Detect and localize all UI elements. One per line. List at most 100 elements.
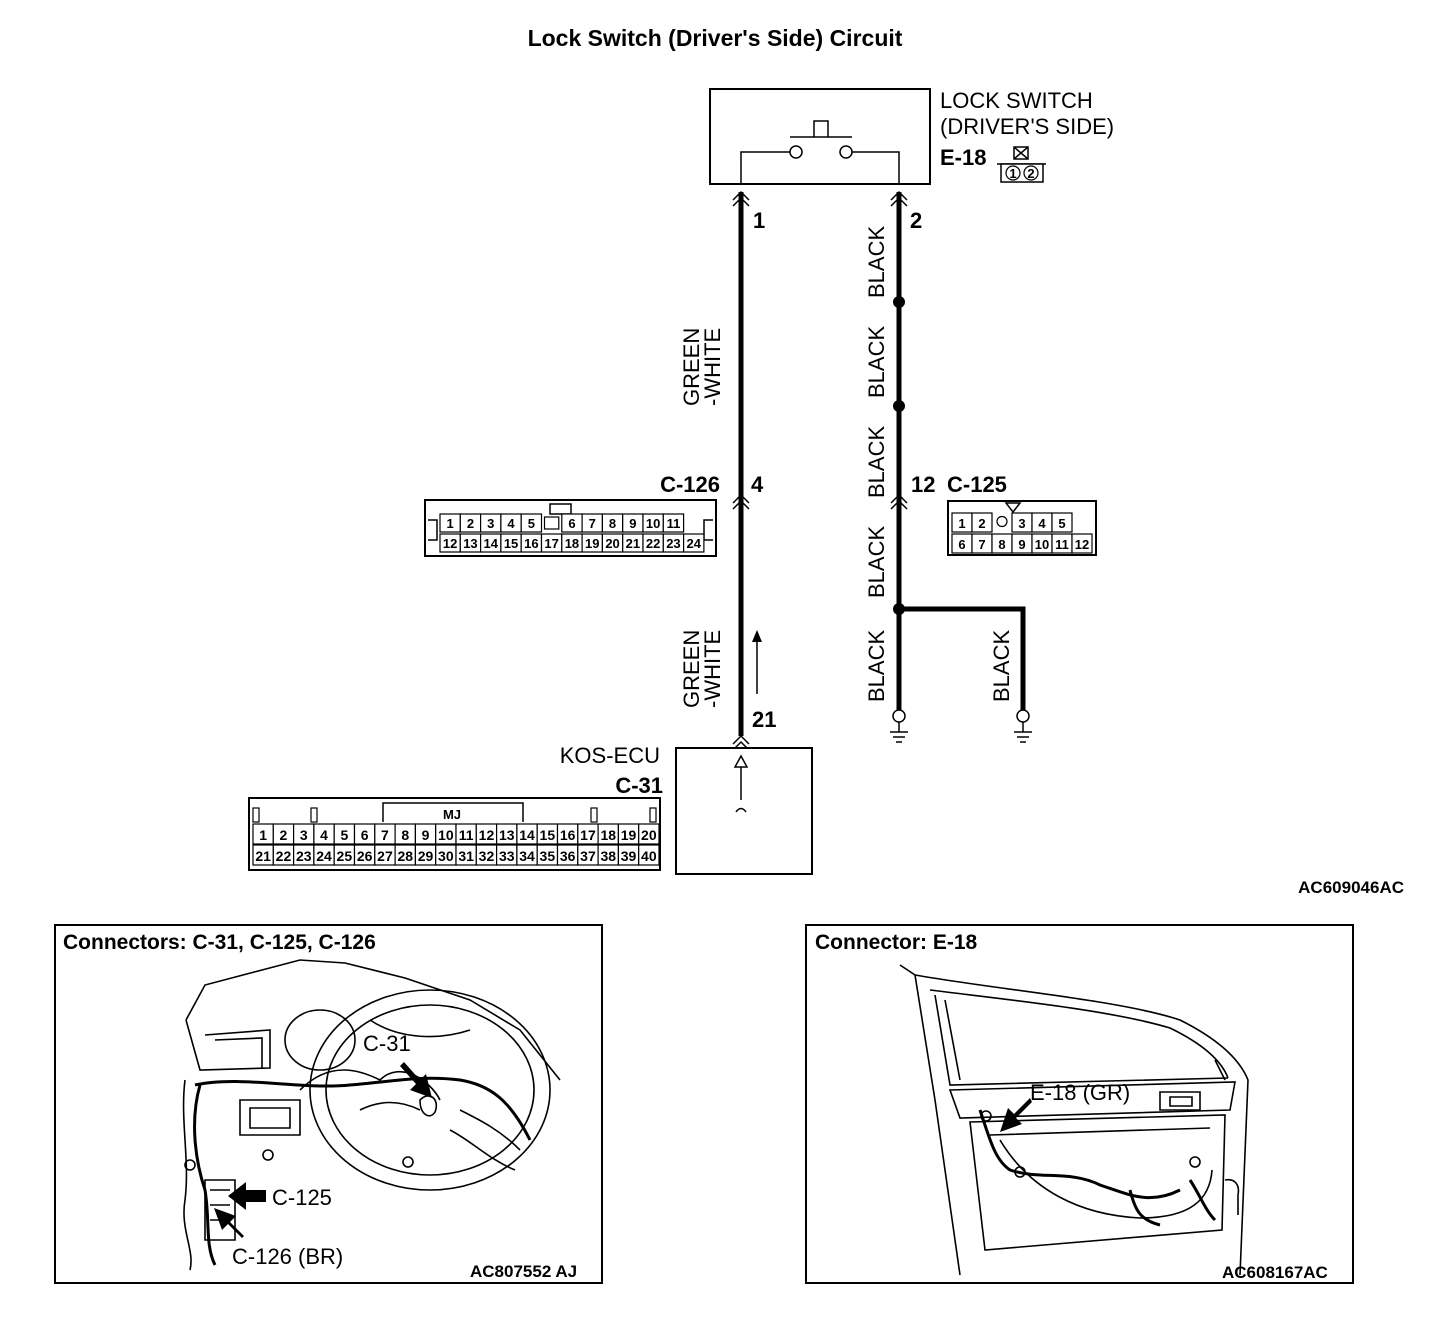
inset-right-code: AC608167AC: [1222, 1263, 1328, 1282]
c125-pin-label: 6: [958, 537, 965, 552]
c126-pin-label: 16: [524, 536, 538, 551]
c126-pin-label: 22: [646, 536, 660, 551]
c31-pin-label: 4: [320, 827, 328, 843]
ecu-box: [675, 747, 813, 875]
pin-2-label: 2: [910, 208, 922, 233]
c125-pin-label: 4: [1038, 516, 1046, 531]
c31-pin-label: 6: [361, 827, 369, 843]
c126-pin-label: 6: [568, 516, 575, 531]
c125-cell: [1071, 533, 1093, 554]
c31-pin-label: 38: [600, 848, 616, 864]
c125-pin-label: 1: [958, 516, 965, 531]
wire-black: [890, 190, 1026, 710]
c126-pin-label: 4: [507, 516, 515, 531]
c31-pin-label: 27: [377, 848, 393, 864]
c31-pin-label: 15: [540, 827, 556, 843]
c126-pin-label: 23: [666, 536, 680, 551]
c125-cell: [1051, 512, 1073, 533]
wire-color-green-white-lower-2: -WHITE: [700, 630, 725, 708]
c31-pin-label: 35: [540, 848, 556, 864]
c31-pin-label: 11: [459, 827, 474, 843]
c125-pin-label: 9: [1018, 537, 1025, 552]
c31-pin-label: 39: [621, 848, 637, 864]
c126-pin-label: 19: [585, 536, 599, 551]
c126-callout-arrow: [214, 1208, 244, 1238]
c125-pin-label: 11: [1055, 537, 1069, 552]
c126-pin-label: 9: [629, 516, 636, 531]
c31-callout-arrow: [400, 1062, 432, 1098]
c31-pin-label: 3: [300, 827, 308, 843]
c126-pin-label: 5: [528, 516, 535, 531]
wire-color-black-3: BLACK: [864, 426, 889, 498]
wire-color-black-2: BLACK: [864, 326, 889, 398]
c31-pin-label: 26: [357, 848, 373, 864]
c31-pin-label: 5: [340, 827, 348, 843]
c126-pin-label: 13: [463, 536, 477, 551]
lock-switch-component: [709, 88, 931, 185]
inset-connectors-c31-c125-c126: Connectors: C-31, C-125, C-126 C-31 C-12…: [54, 924, 603, 1284]
c31-pin-label: 7: [381, 827, 389, 843]
c126-key-slot: [543, 516, 560, 530]
pin-12-label: 12: [911, 472, 935, 497]
c126-cell: [520, 513, 543, 533]
wire-color-green-white-upper-2: -WHITE: [700, 328, 725, 406]
c125-pin-label: 2: [978, 516, 985, 531]
wire-color-green-white-lower: GREEN: [679, 630, 704, 708]
c126-pin-label: 21: [626, 536, 640, 551]
c126-pin-label: 18: [565, 536, 579, 551]
pin-1-label: 1: [753, 208, 765, 233]
wire-color-green-white-upper: GREEN: [679, 328, 704, 406]
c31-pin-label: 18: [600, 827, 616, 843]
c125-key-slot: [996, 515, 1008, 528]
c31-tab-label: MJ: [443, 807, 461, 822]
c126-pin-label: 8: [609, 516, 616, 531]
c126-pin-label: 2: [467, 516, 474, 531]
ground-icon: [890, 709, 908, 743]
c31-pin-label: 9: [422, 827, 430, 843]
c126-pin-label: 14: [484, 536, 499, 551]
e18-pin-1: 1: [1009, 166, 1016, 181]
c31-pin-label: 1: [259, 827, 267, 843]
c31-pin-label: 20: [641, 827, 657, 843]
c31-pin-label: 10: [438, 827, 454, 843]
c126-cell: [662, 513, 685, 533]
c31-pin-label: 21: [255, 848, 271, 864]
c31-pin-label: 17: [580, 827, 596, 843]
c31-pin-label: 12: [479, 827, 495, 843]
c31-pin-label: 13: [499, 827, 515, 843]
c126-pin-label: 3: [487, 516, 494, 531]
c31-pin-label: 24: [316, 848, 332, 864]
ground-icon: [1014, 709, 1032, 743]
e18-connector-label: E-18: [940, 145, 986, 170]
c31-pin-label: 16: [560, 827, 576, 843]
c126-pin-label: 24: [687, 536, 702, 551]
wire-color-black-5: BLACK: [864, 630, 889, 702]
inset-left-title: Connectors: C-31, C-125, C-126: [63, 931, 376, 954]
e18-callout-arrow: [1000, 1098, 1032, 1132]
c125-pin-label: 12: [1075, 537, 1089, 552]
c126-callout-label: C-126 (BR): [232, 1244, 343, 1269]
c126-connector-label: C-126: [660, 472, 720, 497]
diagram-code: AC609046AC: [1298, 878, 1404, 897]
c31-cell: [638, 823, 660, 845]
c31-pin-label: 30: [438, 848, 454, 864]
c31-pin-label: 29: [418, 848, 434, 864]
c31-pin-label: 34: [519, 848, 535, 864]
c126-pin-label: 15: [504, 536, 518, 551]
c31-pin-label: 2: [280, 827, 288, 843]
c125-pin-label: 5: [1058, 516, 1065, 531]
inset-right-title: Connector: E-18: [815, 931, 978, 954]
wire-color-black-4: BLACK: [864, 526, 889, 598]
c126-pin-label: 17: [544, 536, 558, 551]
ecu-name-label: KOS-ECU: [560, 743, 660, 768]
c31-pin-label: 33: [499, 848, 515, 864]
diagram-title: Lock Switch (Driver's Side) Circuit: [528, 25, 903, 51]
current-direction-arrow: [752, 630, 762, 694]
c31-pin-label: 8: [401, 827, 409, 843]
c31-pin-label: 32: [479, 848, 495, 864]
c125-callout-arrow: [228, 1182, 266, 1210]
